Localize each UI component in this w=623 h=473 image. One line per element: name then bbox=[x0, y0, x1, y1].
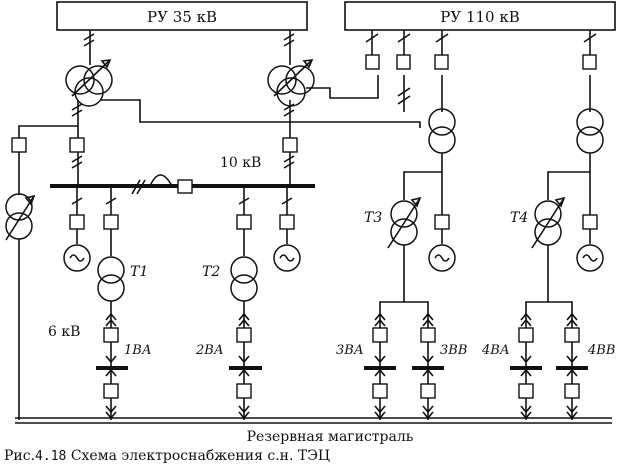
motor-loads-10kv bbox=[63, 244, 301, 272]
transformer-t2 bbox=[230, 256, 258, 302]
section-1va-label: 1ВА bbox=[124, 343, 152, 358]
t3-branch bbox=[379, 153, 456, 320]
gen-transformer-feeders bbox=[71, 30, 295, 186]
section-2va-label: 2ВА bbox=[195, 343, 224, 358]
feeder-breakers-10kv bbox=[11, 137, 298, 230]
interconnect-lines bbox=[100, 30, 597, 128]
reserve-transformer-3 bbox=[428, 108, 456, 154]
caption-number: 4.18 bbox=[35, 449, 67, 464]
ru110-switchgear bbox=[344, 1, 616, 31]
t1-label: T1 bbox=[130, 264, 148, 280]
disconnector-marks bbox=[105, 312, 578, 420]
reserve-main-label: Резервная магистраль bbox=[247, 429, 414, 445]
feeders-10kv bbox=[71, 186, 293, 256]
section-4vb-label: 4ВВ bbox=[587, 343, 615, 358]
transformer-t1 bbox=[97, 256, 125, 302]
section-feeders bbox=[103, 301, 580, 420]
ru35-label: РУ 35 кВ bbox=[147, 8, 217, 26]
t2-label: T2 bbox=[202, 264, 220, 280]
figure-caption: Рис.4.18 Схема электроснабжения с.н. ТЭЦ bbox=[4, 448, 330, 464]
ru110-label: РУ 110 кВ bbox=[440, 8, 520, 26]
section-4va-label: 4ВА bbox=[481, 343, 510, 358]
t4-label: T4 bbox=[510, 210, 528, 226]
section-3va-label: 3ВА bbox=[336, 343, 364, 358]
left-reserve-branch bbox=[5, 125, 78, 420]
reserve-main bbox=[15, 417, 612, 424]
ru35-switchgear bbox=[56, 1, 308, 31]
t3-label: T3 bbox=[364, 210, 382, 226]
bus-6kv-label: 6 кВ bbox=[48, 324, 80, 340]
t4-branch bbox=[525, 153, 604, 320]
gen-transformer-2 bbox=[267, 59, 315, 107]
reserve-transformer-4 bbox=[576, 108, 604, 154]
ru110-breakers bbox=[365, 54, 597, 70]
bus-coupler bbox=[131, 174, 193, 195]
section-3vb-label: 3ВВ bbox=[440, 343, 467, 358]
caption-prefix: Рис. bbox=[4, 448, 36, 464]
gen-transformer-1 bbox=[65, 59, 113, 107]
bus-10kv-label: 10 кВ bbox=[220, 155, 261, 171]
caption-text: Схема электроснабжения с.н. ТЭЦ bbox=[70, 448, 331, 464]
